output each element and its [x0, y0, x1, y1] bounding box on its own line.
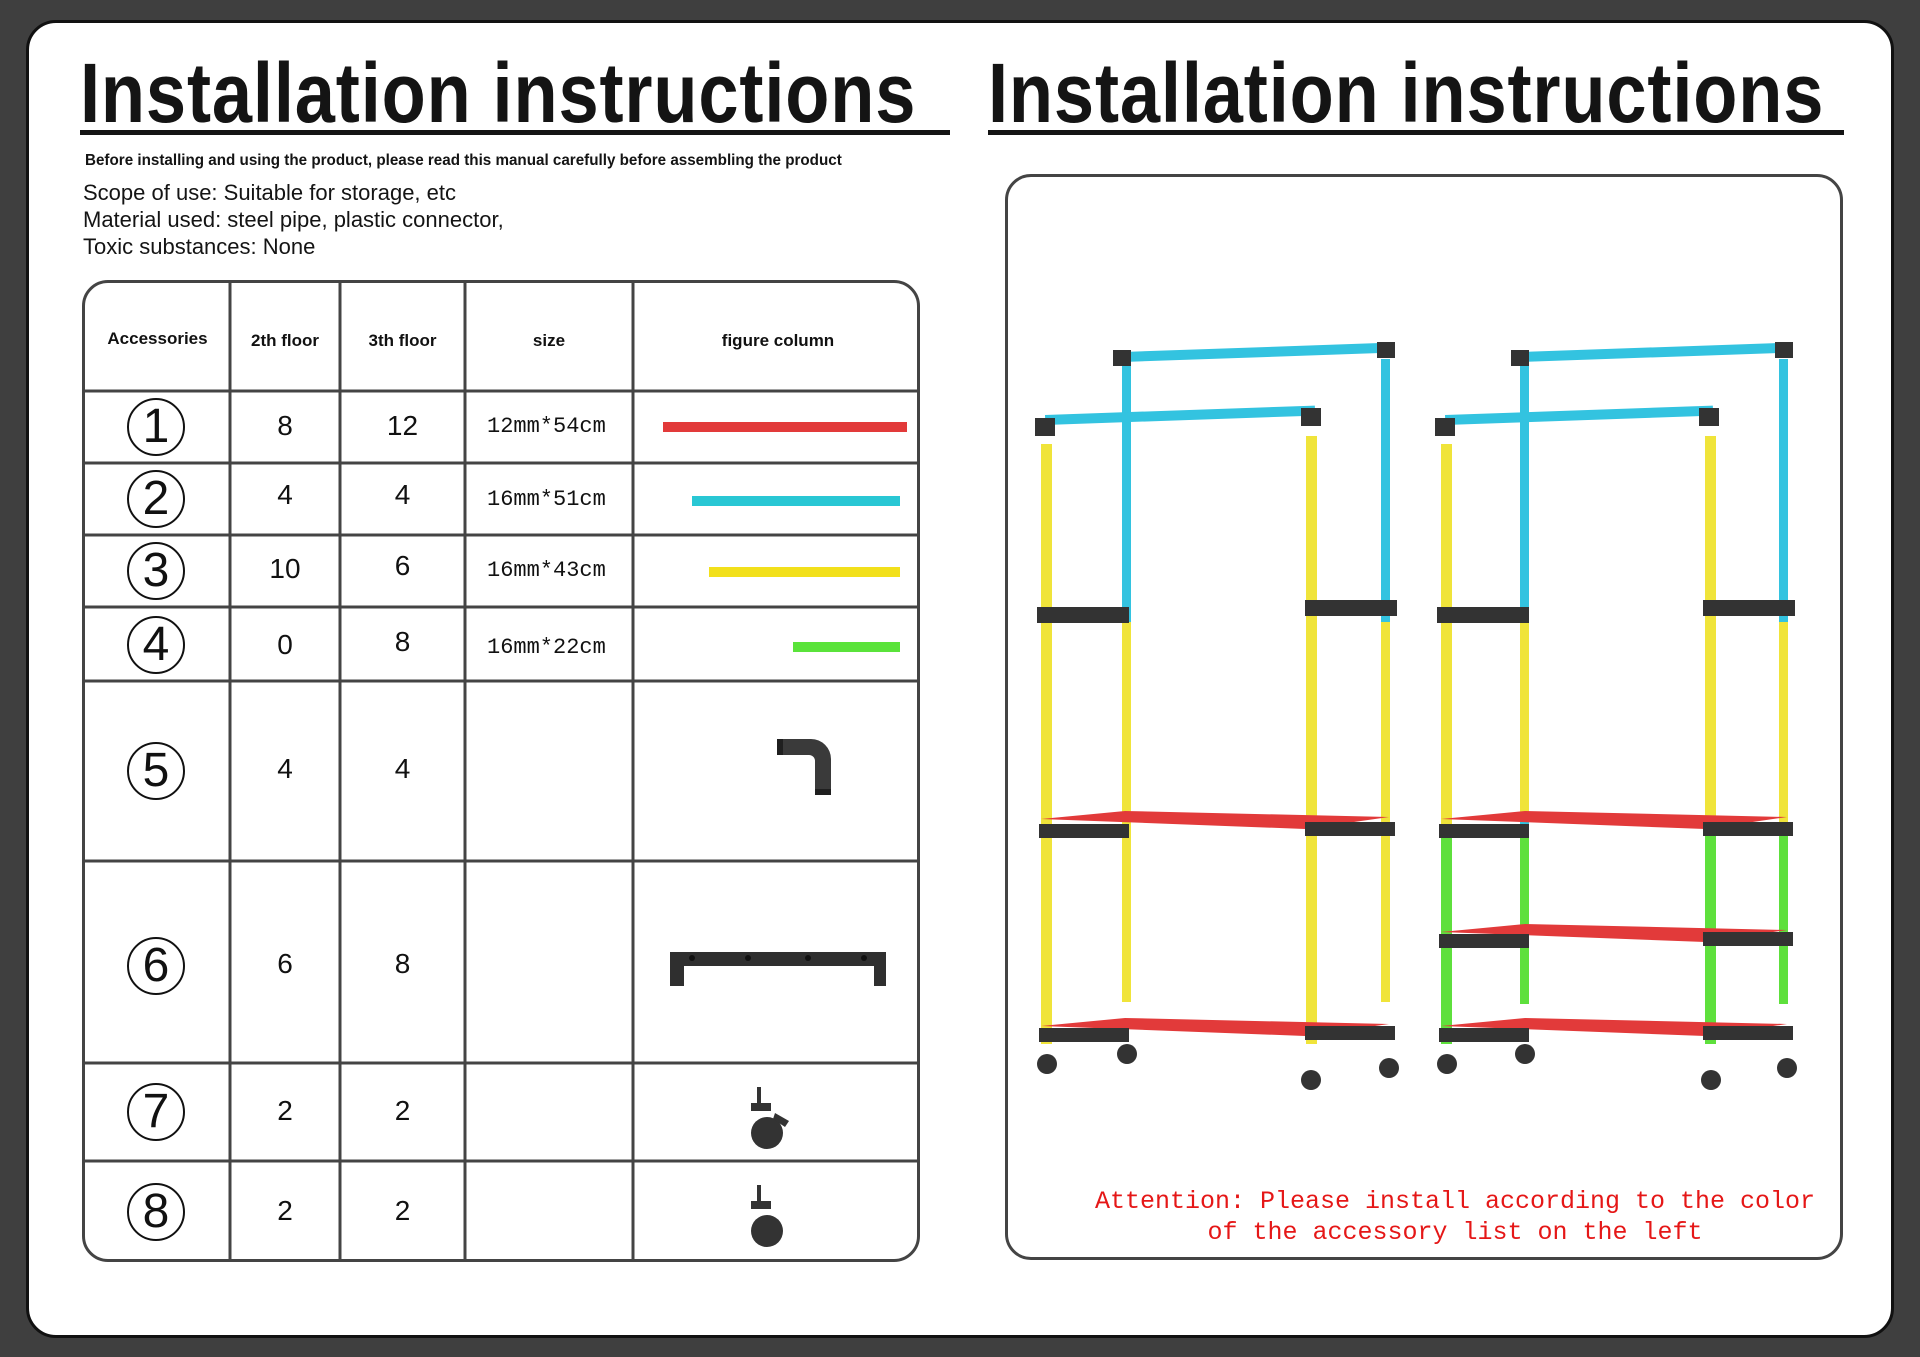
- floor3-count: 2: [394, 1195, 411, 1226]
- accessories-table: Accessories 2th floor 3th floor size fig…: [82, 280, 920, 1262]
- tube-size: 16mm*22cm: [487, 635, 606, 660]
- floor2-count: 8: [277, 410, 293, 441]
- floor2-count: 2: [277, 1095, 293, 1126]
- floor3-count: 6: [394, 550, 411, 581]
- tube-size: 16mm*51cm: [487, 487, 606, 512]
- header-size: size: [532, 331, 566, 350]
- floor2-count: 2: [277, 1195, 293, 1226]
- tube-size: 16mm*43cm: [487, 558, 606, 583]
- tube-size: 12mm*54cm: [487, 414, 606, 439]
- header-3th-floor: 3th floor: [368, 331, 437, 350]
- floor2-count: 0: [277, 629, 293, 660]
- red-tube-figure: [663, 422, 907, 432]
- toxic-substances: Toxic substances: None: [83, 234, 316, 259]
- floor3-count: 4: [394, 753, 411, 784]
- floor3-count: 8: [394, 626, 411, 657]
- floor3-count: 12: [386, 410, 419, 441]
- attention-line-1: Attention: Please install according to t…: [1094, 1187, 1816, 1216]
- rack-2-tier: [1035, 342, 1399, 1090]
- material-used: Material used: steel pipe, plastic conne…: [83, 207, 504, 232]
- caster-wheel-icon: [751, 1185, 783, 1247]
- page-title-right: Installation instructions: [988, 46, 1825, 140]
- floor2-count: 10: [269, 553, 301, 584]
- page-title-left: Installation instructions: [80, 46, 917, 140]
- attention-line-2: of the accessory list on the left: [1207, 1218, 1703, 1247]
- accessory-number: 3: [127, 542, 185, 600]
- accessory-number: 4: [127, 616, 185, 674]
- accessory-number: 6: [127, 937, 185, 995]
- title-left-underline: [80, 130, 950, 135]
- floor2-count: 4: [277, 753, 293, 784]
- accessory-number: 2: [127, 470, 185, 528]
- attention-note: Attention: Please install according to t…: [1060, 1186, 1850, 1248]
- floor3-count: 2: [394, 1095, 411, 1126]
- rack-3-tier: [1435, 342, 1797, 1090]
- rack-illustration: [1035, 342, 1797, 1090]
- header-accessories: Accessories: [107, 329, 208, 348]
- yellow-tube-figure: [709, 567, 900, 577]
- floor3-count: 4: [394, 479, 411, 510]
- scope-of-use: Scope of use: Suitable for storage, etc: [83, 180, 457, 205]
- rack-illustration-panel: [1005, 174, 1843, 1260]
- shelf-connector-icon: [670, 952, 886, 986]
- header-2th-floor: 2th floor: [251, 331, 319, 350]
- cyan-tube-figure: [692, 496, 900, 506]
- accessory-number: 5: [127, 742, 185, 800]
- accessory-number: 8: [127, 1183, 185, 1241]
- table-grid: [85, 283, 917, 1259]
- title-right-underline: [988, 130, 1844, 135]
- floor3-count: 8: [394, 948, 411, 979]
- floor2-count: 4: [277, 479, 293, 510]
- elbow-connector-icon: [777, 739, 831, 795]
- header-figure-column: figure column: [721, 331, 835, 350]
- green-tube-figure: [793, 642, 900, 652]
- notice-text: Before installing and using the product,…: [85, 152, 842, 169]
- accessory-number: 1: [127, 398, 185, 456]
- instruction-sheet: [26, 20, 1894, 1338]
- accessory-number: 7: [127, 1083, 185, 1141]
- caster-with-brake-icon: [751, 1087, 789, 1149]
- floor2-count: 6: [277, 948, 293, 979]
